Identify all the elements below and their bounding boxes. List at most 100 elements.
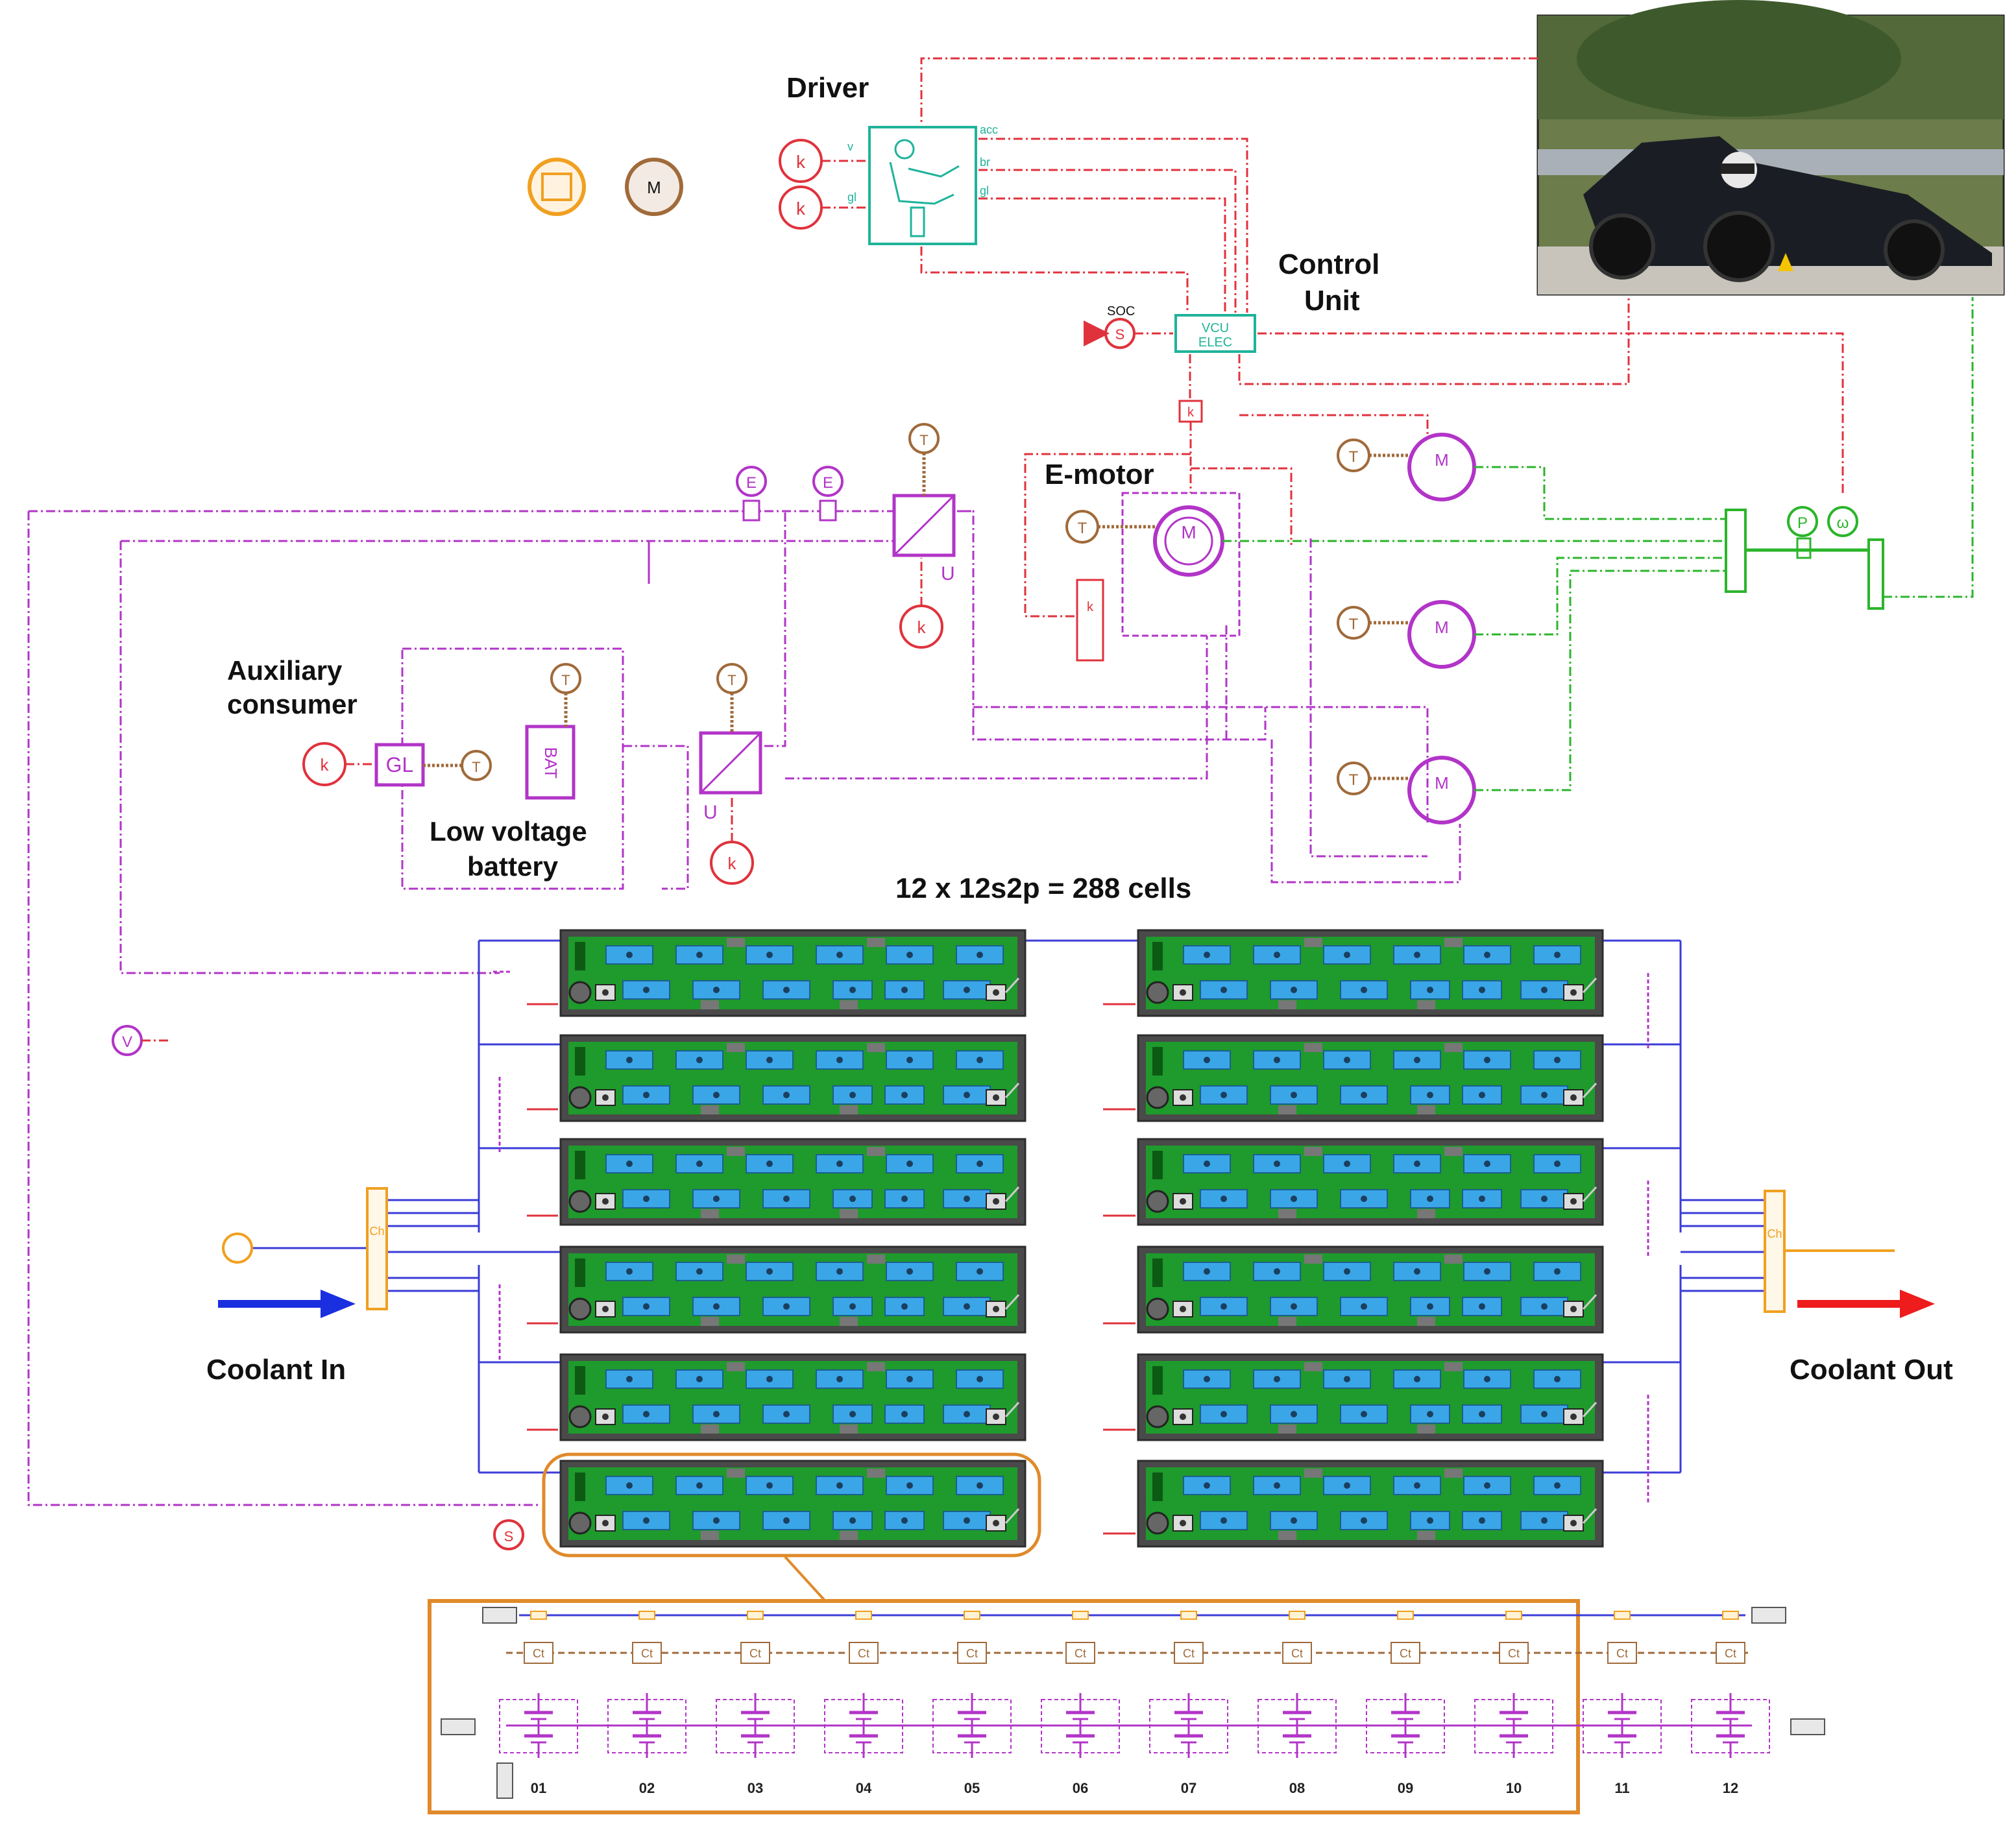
- emotor-temp[interactable]: T: [1065, 510, 1099, 544]
- m-label: M: [1435, 450, 1449, 470]
- wheel-temp-3[interactable]: T: [1337, 762, 1370, 795]
- hv-bus-motor-2: [973, 706, 1429, 824]
- gl-label: GL: [386, 753, 414, 776]
- dc-dc-converter-icon[interactable]: U: [699, 731, 762, 823]
- dcdc-temp-1[interactable]: T: [908, 423, 940, 454]
- port-gl: gl: [980, 184, 989, 197]
- wheel-motor-fl[interactable]: M: [1407, 433, 1476, 501]
- dcdc-k-2[interactable]: k: [710, 841, 754, 885]
- e-label: E: [746, 474, 757, 492]
- wheel-motor-fr[interactable]: M: [1407, 600, 1476, 669]
- battery-module-icon[interactable]: [559, 1138, 1026, 1226]
- t-label: T: [1078, 520, 1087, 537]
- signal-wire-return: [920, 247, 1189, 313]
- lvb-label-1: Low voltage: [430, 816, 587, 847]
- battery-module-icon[interactable]: [559, 1353, 1026, 1441]
- wheel-motor-rl[interactable]: M: [1407, 756, 1476, 824]
- aux-consumer-block[interactable]: GL: [374, 743, 425, 787]
- power-sensor[interactable]: P: [1787, 506, 1818, 537]
- cell-number: 05: [964, 1780, 980, 1796]
- soc-sensor[interactable]: S: [1104, 318, 1136, 349]
- driver-seat-icon: [889, 139, 960, 237]
- dcdc-k-1[interactable]: k: [899, 605, 943, 649]
- mechanical-shaft: [1474, 557, 1726, 636]
- race-car-photo: [1536, 0, 2005, 296]
- soc-label: SOC: [1107, 304, 1135, 319]
- k-label: k: [796, 198, 806, 219]
- battery-module-icon[interactable]: [1137, 929, 1604, 1017]
- module-highlight: [542, 1452, 1041, 1557]
- emotor-main[interactable]: M: [1121, 492, 1241, 637]
- aux-k[interactable]: k: [302, 742, 346, 786]
- battery-module-icon[interactable]: [559, 1245, 1026, 1334]
- driver-block[interactable]: acc br gl v gl: [847, 123, 998, 245]
- u-label: U: [941, 563, 955, 584]
- coolant-in-label: Coolant In: [206, 1354, 346, 1386]
- inverter-block[interactable]: k: [1076, 579, 1104, 662]
- battery-module-icon[interactable]: [559, 1034, 1026, 1122]
- emotor-label: E-motor: [1045, 459, 1154, 490]
- signal-wire: [1191, 467, 1293, 545]
- pack-title: 12 x 12s2p = 288 cells: [895, 872, 1191, 904]
- battery-module-icon[interactable]: [559, 929, 1026, 1017]
- omega-label: ω: [1837, 514, 1849, 532]
- speed-sensor[interactable]: ω: [1827, 506, 1858, 537]
- cell-number: 12: [1723, 1780, 1738, 1796]
- k-gain-gear[interactable]: k: [779, 186, 823, 230]
- signal-wire-gl: [978, 197, 1226, 313]
- lv-battery-block[interactable]: BAT: [525, 725, 576, 800]
- scenario-icon[interactable]: [528, 158, 586, 216]
- k-label: k: [321, 755, 330, 775]
- ct-label: Ct: [1400, 1647, 1411, 1660]
- s-label: S: [1115, 326, 1125, 343]
- ct-label: Ct: [749, 1647, 761, 1660]
- cell-number: 09: [1398, 1780, 1413, 1796]
- t-label: T: [561, 672, 570, 688]
- hv-bus-left-2: [119, 541, 500, 974]
- aux-label-1: Auxiliary: [227, 655, 343, 686]
- wheel-temp-1[interactable]: T: [1337, 439, 1370, 472]
- battery-module-icon[interactable]: [1137, 1460, 1604, 1548]
- mechanical-shaft: [1474, 570, 1726, 791]
- cell-group[interactable]: Ct 09: [1366, 1611, 1444, 1796]
- signal-wire-acc: [978, 138, 1248, 313]
- coolant-out-arrow: [1797, 1290, 1935, 1318]
- voltage-sensor[interactable]: V: [112, 1025, 143, 1056]
- wheel-temp-2[interactable]: T: [1337, 606, 1370, 640]
- battery-module-icon[interactable]: [1137, 1245, 1604, 1334]
- battery-module-icon[interactable]: [1137, 1353, 1604, 1441]
- m-label: M: [1435, 773, 1449, 793]
- vcu-block[interactable]: VCU ELEC: [1174, 314, 1256, 353]
- pack-soc-sensor[interactable]: S: [493, 1519, 524, 1550]
- transmission-icon[interactable]: [1725, 509, 1884, 610]
- coolant-splitter-out[interactable]: Ch: [1764, 1190, 1786, 1313]
- coolant-source-icon[interactable]: [222, 1233, 253, 1264]
- battery-module-icon[interactable]: [1137, 1034, 1604, 1122]
- dc-dc-converter-icon[interactable]: U: [892, 494, 956, 584]
- motor-settings-label: M: [647, 178, 661, 197]
- battery-module-icon[interactable]: [1137, 1138, 1604, 1226]
- ct-label: Ct: [1183, 1647, 1195, 1660]
- energy-sensor-1[interactable]: E: [736, 466, 767, 522]
- energy-sensor-2[interactable]: E: [812, 466, 844, 522]
- k-gain-speed[interactable]: k: [779, 139, 823, 183]
- torque-limit-block[interactable]: k: [1178, 400, 1203, 423]
- coolant-splitter-in[interactable]: Ch: [366, 1187, 388, 1310]
- battery-module-icon[interactable]: [559, 1460, 1026, 1548]
- lvb-temp[interactable]: T: [550, 663, 581, 694]
- elec-label: ELEC: [1198, 335, 1232, 350]
- aux-temp[interactable]: T: [461, 750, 492, 781]
- motor-settings-icon[interactable]: M: [625, 158, 683, 216]
- dcdc-temp-2[interactable]: T: [716, 663, 747, 694]
